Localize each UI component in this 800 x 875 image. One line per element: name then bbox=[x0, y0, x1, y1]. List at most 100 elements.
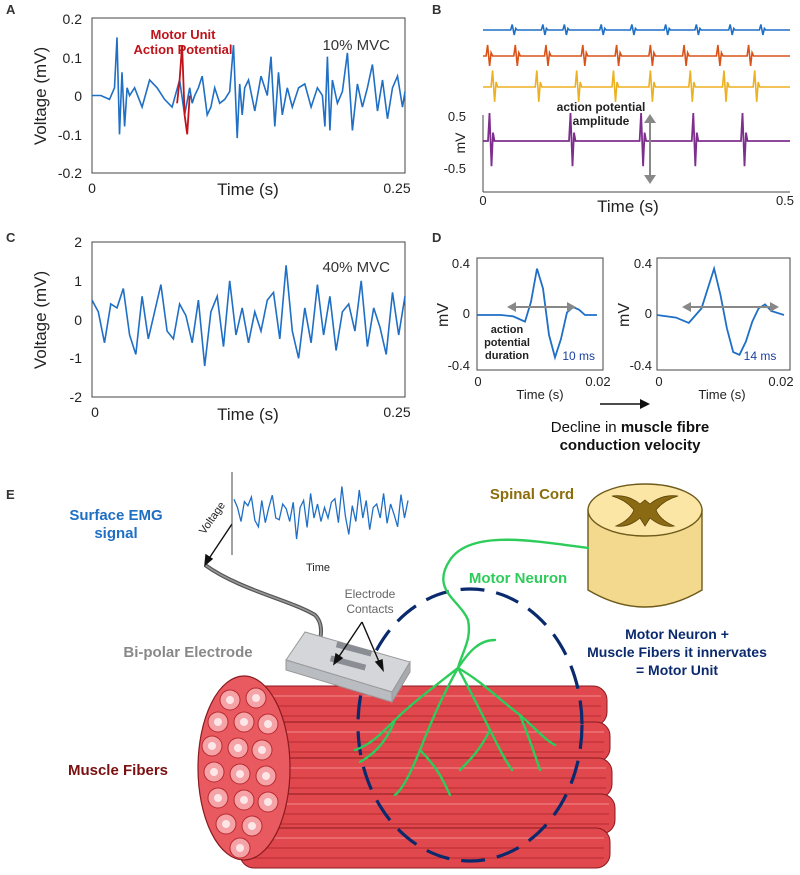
panel-a-ytick-4: -0.2 bbox=[58, 165, 82, 181]
panel-d-right-ylabel: mV bbox=[616, 303, 633, 327]
motor-unit-label-line3: = Motor Unit bbox=[636, 662, 718, 678]
panel-b-trace-blue bbox=[483, 24, 790, 36]
panel-d-left-ytick-0: 0.4 bbox=[452, 256, 470, 271]
panel-d-decline-bold: muscle fibre bbox=[621, 419, 709, 436]
panel-c-xtick-1: 0.25 bbox=[383, 404, 410, 420]
panel-d-left-xtick-0: 0 bbox=[474, 374, 481, 389]
muscle-fiber-core bbox=[264, 798, 272, 806]
panel-e-letter: E bbox=[6, 487, 15, 502]
panel-d-letter: D bbox=[432, 230, 441, 245]
panel-a-mvc: 10% MVC bbox=[322, 37, 390, 54]
bipolar-electrode-label: Bi-polar Electrode bbox=[123, 644, 252, 661]
panel-d-right-frame bbox=[656, 257, 791, 371]
panel-a-letter: A bbox=[6, 2, 16, 17]
panel-e: E bbox=[6, 472, 767, 869]
emg-inset-time: Time bbox=[306, 562, 330, 574]
panel-a-ylabel: Voltage (mV) bbox=[31, 47, 50, 145]
panel-d-right-ytick-2: -0.4 bbox=[630, 358, 652, 373]
panel-d-decline-arrow bbox=[600, 399, 650, 409]
panel-c-trace bbox=[91, 265, 406, 367]
panel-b-letter: B bbox=[432, 2, 441, 17]
panel-b-xtick-1: 0.5 bbox=[776, 193, 794, 208]
panel-d-left-duration-value: 10 ms bbox=[562, 349, 595, 363]
panel-d-dur-line2: potential bbox=[484, 337, 530, 349]
muscle-fibers-label: Muscle Fibers bbox=[68, 762, 168, 779]
spinal-cord-illustration bbox=[587, 483, 703, 608]
panel-d-left-ylabel: mV bbox=[435, 303, 452, 327]
panel-d-right-xtick-0: 0 bbox=[655, 374, 662, 389]
panel-a-ytick-1: 0.1 bbox=[63, 50, 83, 66]
motor-unit-label-line2: Muscle Fibers it innervates bbox=[587, 644, 767, 660]
panel-a: A Voltage (mV) 0.2 0.1 0 -0.1 -0.2 0 0.2… bbox=[6, 2, 411, 199]
panel-d-dur-line3: duration bbox=[485, 350, 529, 362]
panel-c-ytick-3: -1 bbox=[70, 350, 83, 366]
panel-d-left-duration-arrow bbox=[507, 302, 576, 312]
muscle-fiber-core bbox=[240, 718, 248, 726]
electrode-contacts-line1: Electrode bbox=[345, 587, 396, 601]
panel-b-trace-yellow bbox=[483, 70, 790, 102]
panel-a-ytick-2: 0 bbox=[74, 88, 82, 104]
panel-d-right-ytick-1: 0 bbox=[645, 306, 652, 321]
motor-neuron-illustration bbox=[353, 538, 590, 797]
panel-a-trace bbox=[92, 37, 406, 139]
panel-b-xtick-0: 0 bbox=[479, 193, 486, 208]
panel-d-left-ytick-2: -0.4 bbox=[448, 358, 470, 373]
muscle-fibers-illustration bbox=[197, 675, 616, 869]
motor-unit-label-line1: Motor Neuron + bbox=[625, 626, 729, 642]
muscle-fiber-core bbox=[236, 844, 244, 852]
panel-d-decline-prefix: Decline in bbox=[551, 419, 621, 436]
panel-d-right-trace bbox=[656, 265, 785, 356]
panel-a-xtick-1: 0.25 bbox=[383, 180, 410, 196]
panel-d-left-ytick-1: 0 bbox=[463, 306, 470, 321]
electrode-contact-arrows bbox=[332, 621, 384, 673]
muscle-fiber-core bbox=[234, 744, 242, 752]
muscle-fiber-core bbox=[264, 720, 272, 728]
panel-b-xlabel: Time (s) bbox=[597, 197, 659, 216]
muscle-fiber-core bbox=[214, 718, 222, 726]
panel-b: B mV 0.5 -0.5 0 0.5 Time (s) action pote… bbox=[432, 2, 794, 216]
muscle-fiber-core bbox=[240, 796, 248, 804]
panel-c-ytick-2: 0 bbox=[74, 312, 82, 328]
panel-d-left-frame bbox=[476, 257, 604, 371]
panel-c-ylabel: Voltage (mV) bbox=[31, 271, 50, 369]
panel-c-ytick-1: 1 bbox=[74, 273, 82, 289]
muscle-fiber-core bbox=[222, 820, 230, 828]
panel-a-ytick-0: 0.2 bbox=[63, 11, 83, 27]
panel-d-left-xlabel: Time (s) bbox=[516, 387, 563, 402]
panel-d-decline-line1: Decline in muscle fibre bbox=[551, 419, 709, 436]
panel-c-xlabel: Time (s) bbox=[217, 405, 279, 424]
panel-b-amp-line2: amplitude bbox=[573, 114, 630, 128]
panel-d-right-duration-arrow bbox=[682, 302, 779, 312]
electrode-contacts-line2: Contacts bbox=[346, 602, 393, 616]
panel-c-xtick-0: 0 bbox=[91, 404, 99, 420]
panel-b-ylabel: mV bbox=[452, 132, 468, 154]
panel-a-xlabel: Time (s) bbox=[217, 180, 279, 199]
panel-d-right-xtick-1: 0.02 bbox=[768, 374, 793, 389]
voltage-arrow bbox=[204, 523, 233, 567]
panel-d-right-duration-value: 14 ms bbox=[744, 349, 777, 363]
panel-b-trace-purple bbox=[483, 112, 790, 167]
panel-b-amplitude-arrow bbox=[644, 114, 656, 184]
panel-d-right-ytick-0: 0.4 bbox=[634, 256, 652, 271]
muscle-fiber-core bbox=[210, 768, 218, 776]
panel-b-ytick-0: 0.5 bbox=[448, 109, 466, 124]
motor-neuron-label: Motor Neuron bbox=[469, 570, 567, 587]
muscle-fiber-core bbox=[208, 742, 216, 750]
panel-a-mu-trace bbox=[176, 45, 191, 135]
muscle-fiber-core bbox=[236, 770, 244, 778]
panel-c: C Voltage (mV) 2 1 0 -1 -2 0 0.25 Time (… bbox=[6, 230, 411, 424]
motor-unit-ellipse bbox=[356, 587, 584, 863]
spinal-cord-label: Spinal Cord bbox=[490, 486, 574, 503]
panel-a-annotation-line1: Motor Unit bbox=[151, 27, 217, 42]
emg-inset-voltage: Voltage bbox=[197, 500, 228, 537]
panel-a-ytick-3: -0.1 bbox=[58, 127, 82, 143]
panel-c-mvc: 40% MVC bbox=[322, 259, 390, 276]
panel-d-decline-line2: conduction velocity bbox=[560, 437, 702, 454]
panel-d-left-trace bbox=[477, 268, 597, 361]
emg-inset-trace bbox=[233, 486, 409, 540]
panel-b-ytick-1: -0.5 bbox=[444, 161, 466, 176]
panel-c-ytick-4: -2 bbox=[70, 389, 83, 405]
muscle-fiber-core bbox=[248, 822, 256, 830]
surface-emg-label-line2: signal bbox=[94, 525, 137, 542]
